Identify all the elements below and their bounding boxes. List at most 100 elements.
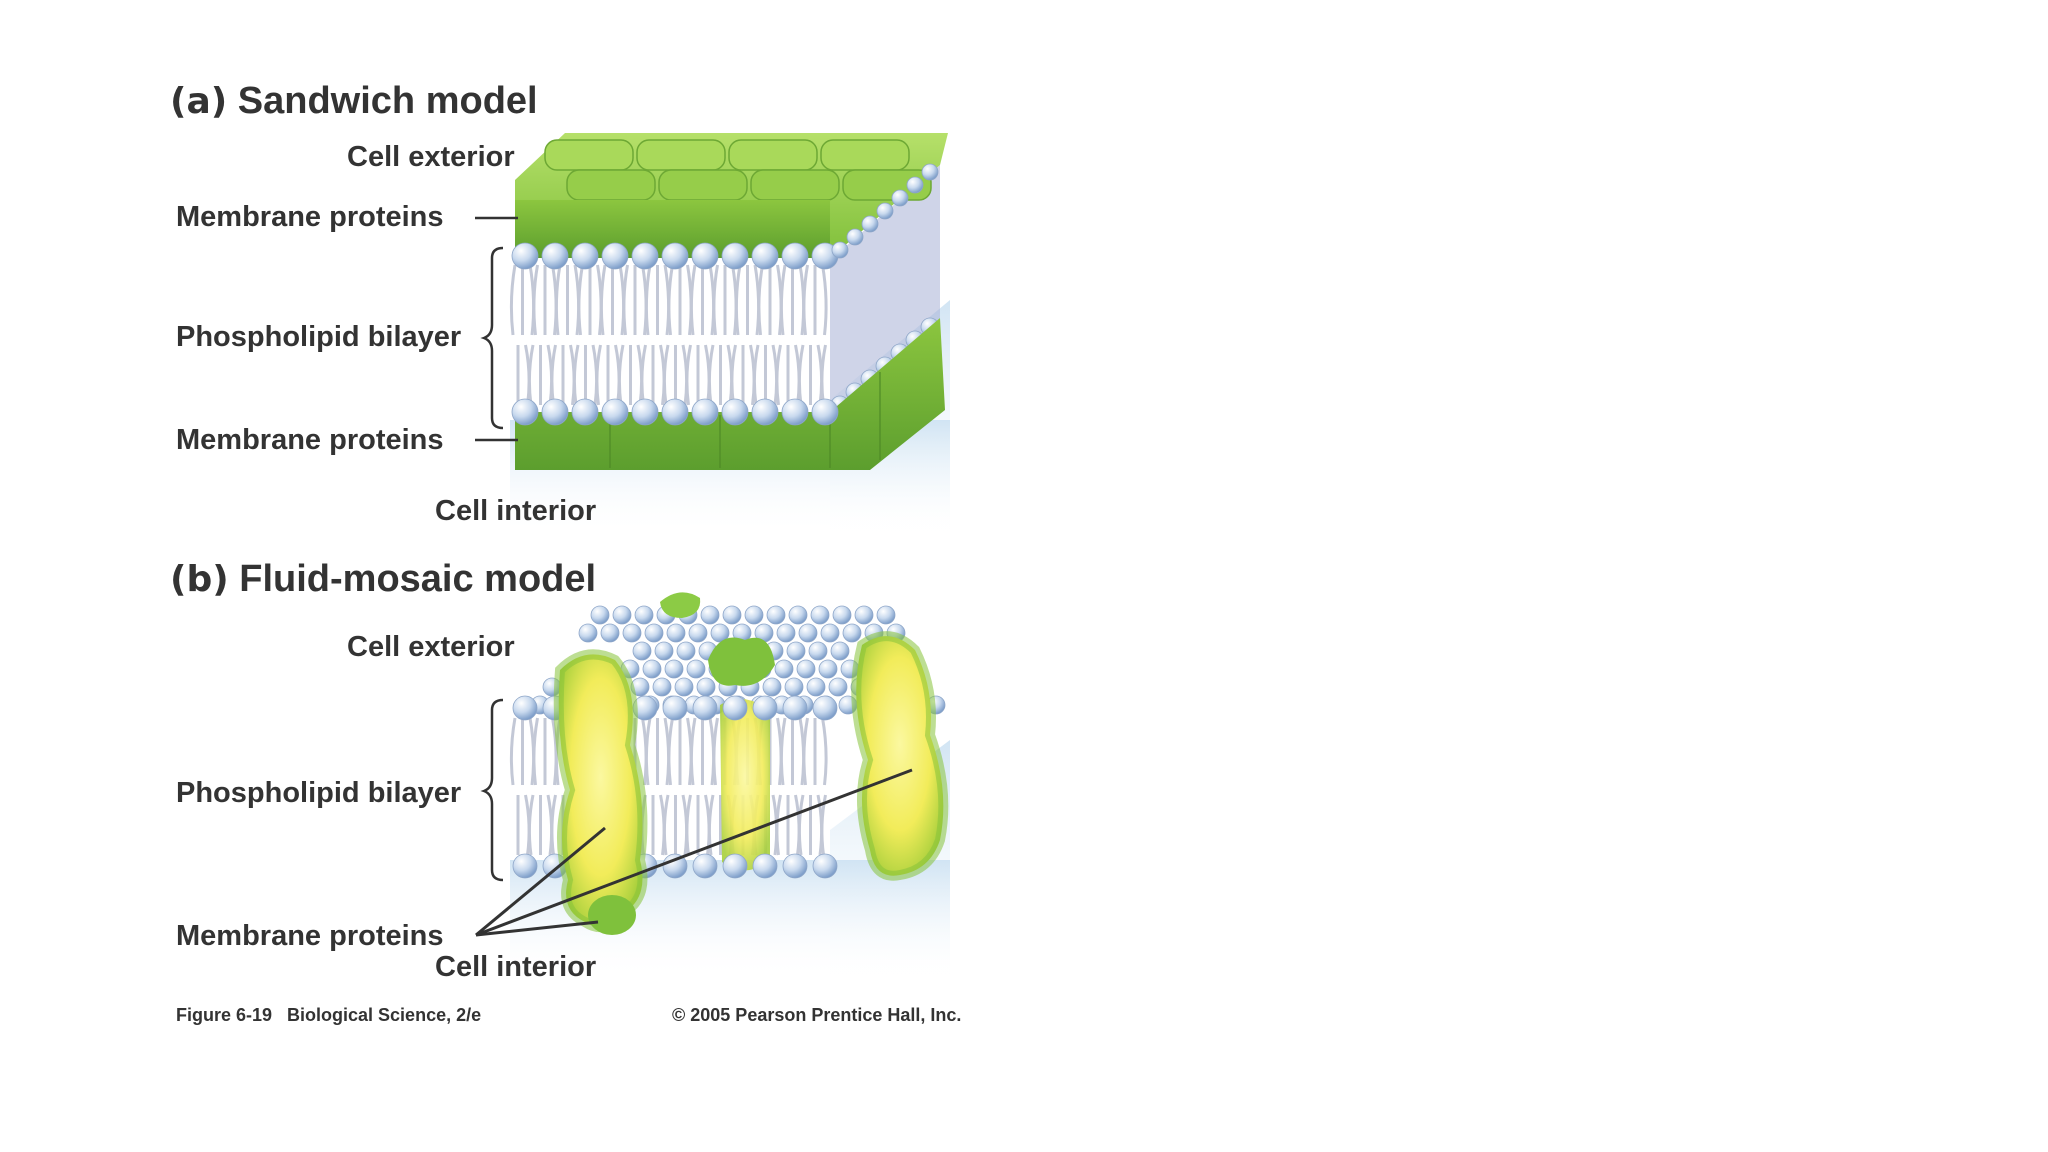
lipid-head — [631, 242, 659, 270]
lipid-head — [631, 398, 659, 426]
lipid-head — [782, 695, 808, 721]
lipid-head — [721, 242, 749, 270]
lipid-head — [662, 695, 688, 721]
lipid-tail — [667, 717, 674, 786]
lipid-tail — [797, 794, 805, 856]
protein-tile — [750, 169, 840, 201]
lipid-head — [876, 202, 894, 220]
lipid-head — [601, 242, 629, 270]
protein-tile — [658, 169, 748, 201]
upper-lipid-heads — [511, 242, 839, 270]
lipid-tail — [550, 344, 557, 406]
bilayer-side-face — [830, 165, 940, 415]
lipid-head — [692, 853, 718, 879]
lipid-head — [722, 695, 748, 721]
lipid-head — [512, 853, 538, 879]
lipid-head — [810, 605, 830, 625]
lipid-tail — [757, 264, 764, 336]
lipid-head — [786, 641, 806, 661]
lipid-head — [818, 659, 838, 679]
lipid-head — [622, 623, 642, 643]
lipid-head — [846, 228, 864, 246]
lipid-tail — [712, 717, 719, 786]
lipid-tail — [662, 344, 670, 406]
lipid-tail — [712, 264, 719, 336]
lipid-tail — [509, 717, 517, 786]
lipid-head — [661, 242, 689, 270]
lipid-head — [612, 605, 632, 625]
lipid-head — [691, 242, 719, 270]
lipid-head — [664, 659, 684, 679]
lipid-tail — [617, 344, 625, 406]
lipid-head — [776, 623, 796, 643]
panel-a-tag: (a) — [170, 81, 228, 122]
label-membrane-proteins-bottom-a: Membrane proteins — [176, 424, 444, 456]
panel-b-title-text: Fluid-mosaic model — [239, 558, 597, 600]
lipid-head — [751, 398, 779, 426]
lipid-head — [511, 398, 539, 426]
lipid-tail — [689, 264, 697, 336]
lipid-head — [830, 641, 850, 661]
lipid-head — [832, 605, 852, 625]
lipid-tail — [707, 344, 715, 406]
lipid-tail — [797, 344, 805, 406]
lipid-head — [571, 242, 599, 270]
lipid-head — [512, 695, 538, 721]
lipid-tail — [622, 264, 629, 336]
lipid-tail — [707, 794, 715, 856]
panel-b-title: (b) Fluid-mosaic model — [170, 560, 596, 598]
lipid-tail — [509, 264, 517, 336]
lipid-head — [854, 605, 874, 625]
lipid-head — [691, 398, 719, 426]
lipid-head — [808, 641, 828, 661]
top-protein-tiles — [544, 139, 932, 201]
lipid-tail — [527, 794, 535, 856]
lipid-head — [752, 853, 778, 879]
lipid-tail — [644, 717, 652, 786]
lipid-tails — [509, 264, 828, 406]
bilayer-bracket-b — [480, 698, 504, 882]
peripheral-protein-bottom — [588, 895, 636, 935]
lipid-head — [571, 398, 599, 426]
lipid-tail — [577, 264, 584, 336]
lipid-tail — [734, 264, 742, 336]
lipid-head — [541, 398, 569, 426]
protein-tile — [544, 139, 634, 171]
transmembrane-protein-right — [851, 631, 949, 881]
bottom-protein-layer — [515, 318, 945, 470]
lipid-head — [722, 605, 742, 625]
panel-a-title-text: Sandwich model — [237, 80, 538, 122]
lipid-tail — [667, 264, 674, 336]
lipid-head — [766, 605, 786, 625]
lipid-head — [906, 176, 924, 194]
lipid-head — [590, 605, 610, 625]
leader-line-protein-1 — [475, 826, 606, 937]
lipid-tail — [532, 717, 539, 786]
lipid-head — [686, 659, 706, 679]
lipid-head — [696, 677, 716, 697]
lipid-head — [666, 623, 686, 643]
lipid-head — [688, 623, 708, 643]
lipid-head — [644, 623, 664, 643]
lipid-head — [781, 242, 809, 270]
lipid-head — [921, 163, 939, 181]
upper-lipid-heads-b — [512, 695, 838, 721]
panel-b-tag: (b) — [170, 559, 229, 600]
protein-tile — [728, 139, 818, 171]
channel-protein-center — [720, 698, 770, 871]
lipid-head — [812, 695, 838, 721]
upper-lipid-heads-diagonal — [831, 163, 939, 259]
protein-tile — [566, 169, 656, 201]
lipid-head — [831, 241, 849, 259]
lipid-head — [812, 853, 838, 879]
lipid-head — [796, 659, 816, 679]
lipid-tail — [775, 344, 782, 406]
lipid-head — [876, 605, 896, 625]
protein-tile — [820, 139, 910, 171]
lipid-head — [722, 853, 748, 879]
figure-caption: Figure 6-19 Biological Science, 2/e — [176, 1005, 482, 1025]
lipid-tail — [550, 794, 557, 856]
lipid-head — [654, 641, 674, 661]
label-phospholipid-bilayer-b: Phospholipid bilayer — [176, 777, 462, 809]
